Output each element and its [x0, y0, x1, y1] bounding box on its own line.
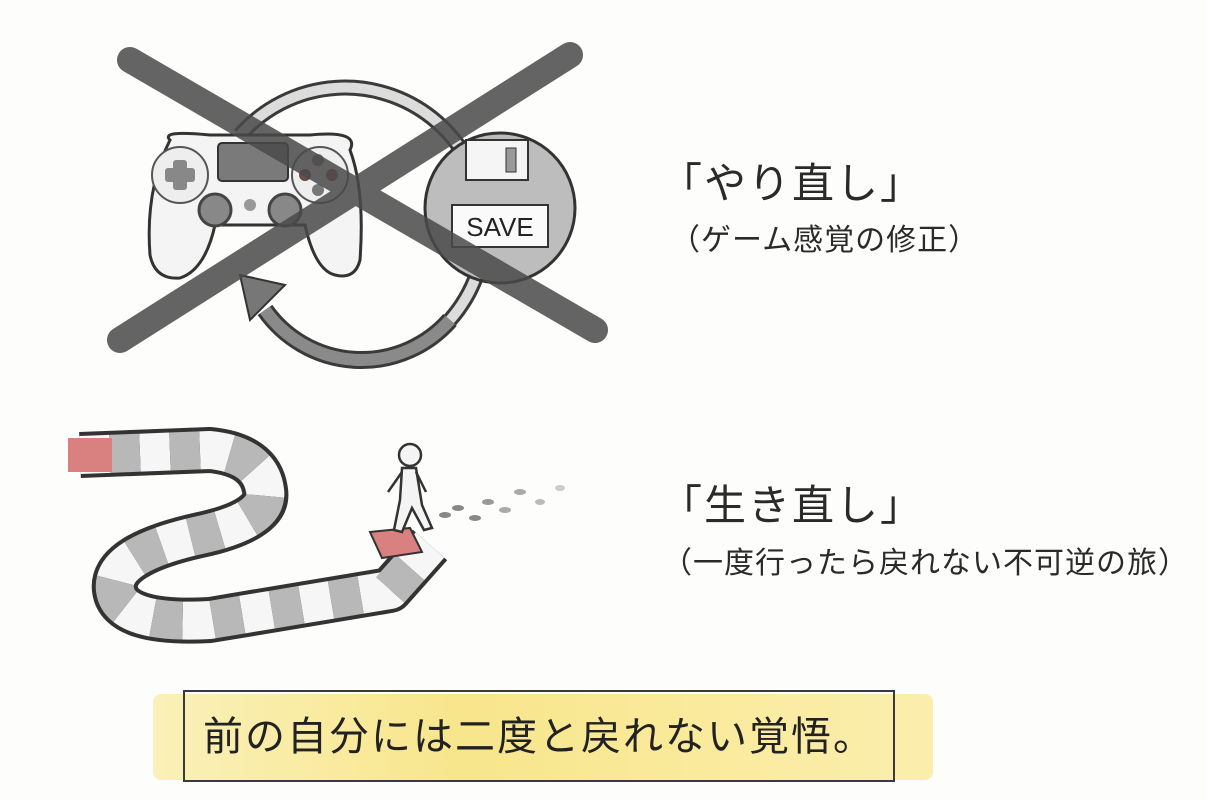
redo-title: 「やり直し」: [660, 159, 925, 208]
walking-person-icon: [386, 442, 434, 534]
cross-out-icon: [107, 42, 608, 353]
redo-subtitle: （ゲーム感覚の修正）: [670, 223, 980, 258]
footprints-icon: [439, 485, 565, 521]
life-path-illustration: [60, 420, 620, 650]
conclusion-banner: 前の自分には二度と戻れない覚悟。: [153, 690, 933, 782]
relive-title: 「生き直し」: [660, 481, 925, 530]
start-tile: [68, 438, 112, 472]
highlight-background: [153, 694, 933, 780]
redo-illustration: SAVE: [100, 30, 620, 370]
svg-text:SAVE: SAVE: [466, 212, 533, 242]
banner-frame: [183, 690, 895, 782]
banner-text: 前の自分には二度と戻れない覚悟。: [203, 714, 875, 760]
relive-subtitle: （一度行ったら戻れない不可逆の旅）: [662, 546, 1189, 581]
